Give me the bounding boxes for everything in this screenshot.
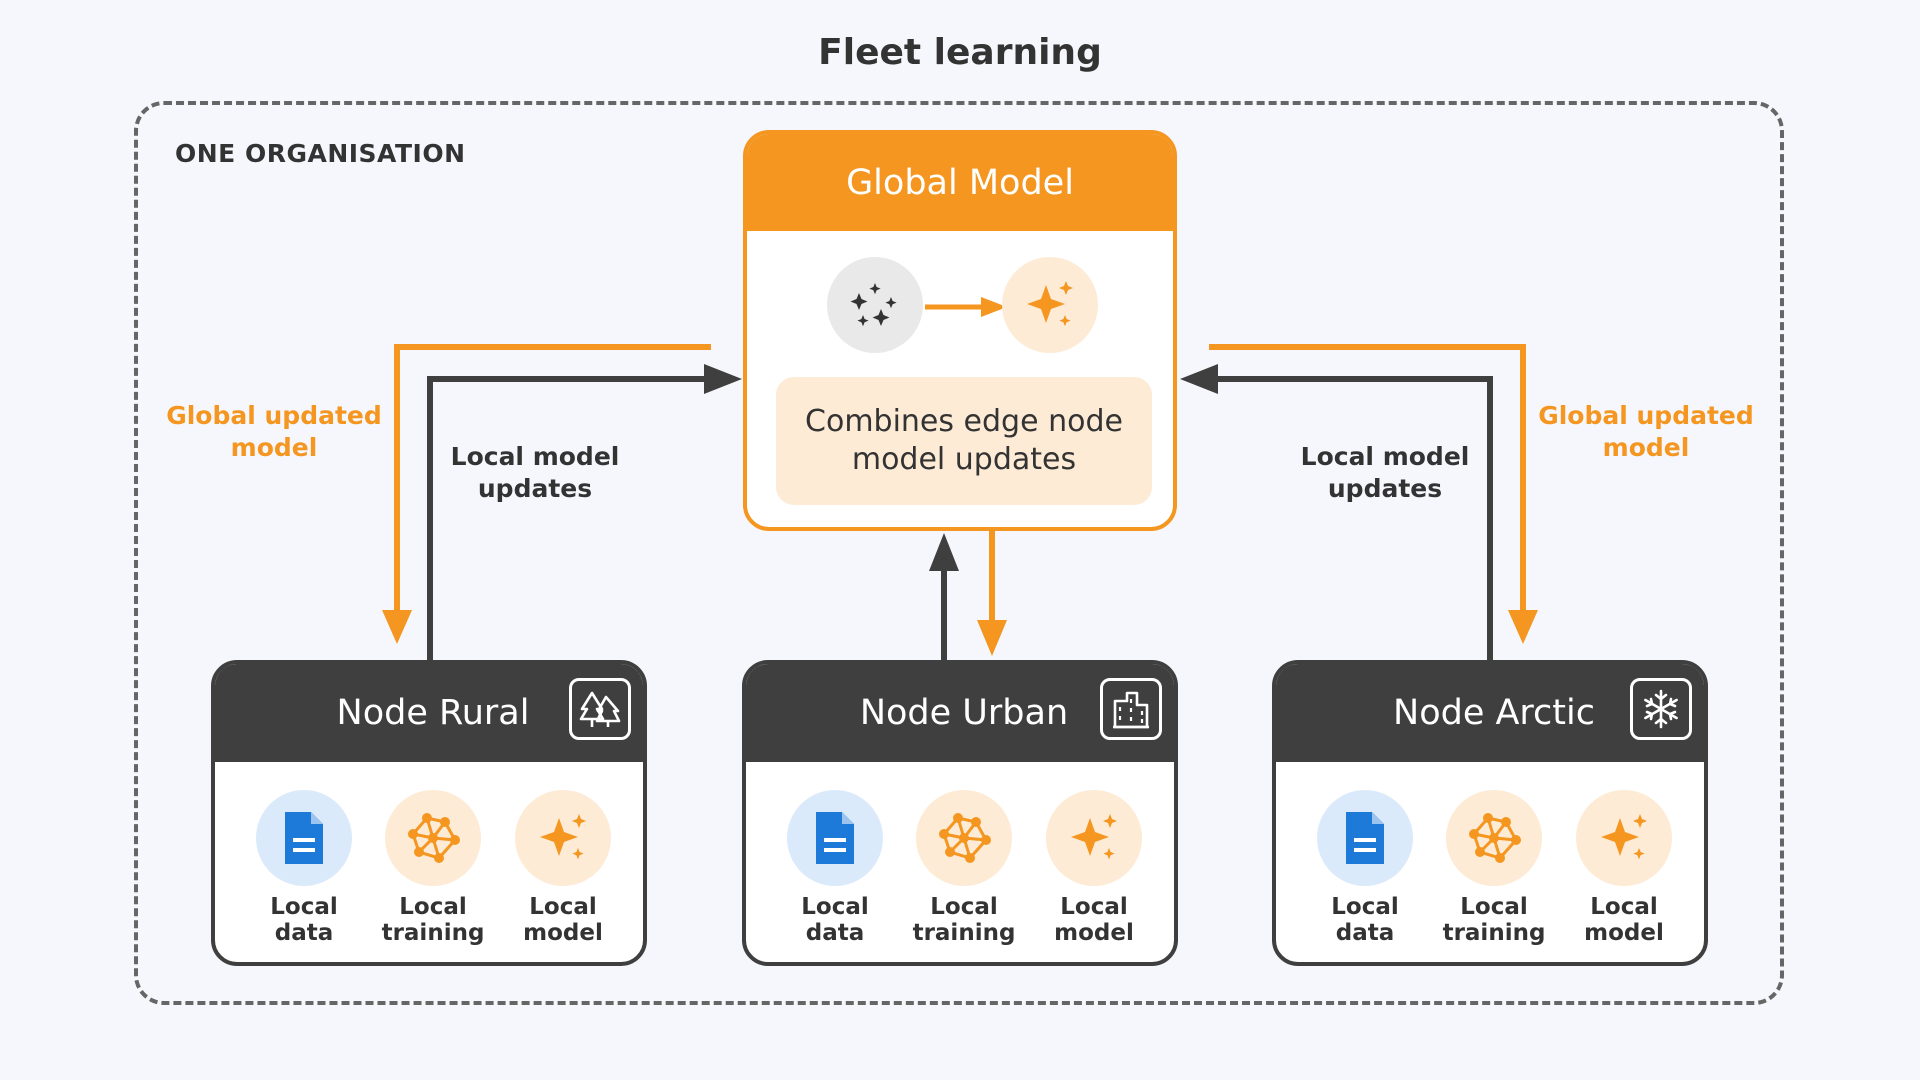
sparkle-icon [515, 790, 611, 886]
arrowhead-urban-to-global [929, 533, 959, 571]
global-model-card: Global Model [743, 130, 1177, 531]
arrow-global-to-rural [394, 344, 711, 618]
item-label: Local training [381, 894, 485, 946]
document-icon [1317, 790, 1413, 886]
organisation-label: ONE ORGANISATION [175, 139, 466, 168]
arrow-global-to-arctic [1209, 344, 1526, 618]
global-model-description: Combines edge node model updates [776, 377, 1152, 505]
item-label: Local data [1331, 894, 1399, 946]
document-icon [787, 790, 883, 886]
node-title: Node Rural [336, 693, 530, 733]
snowflake-icon [1630, 678, 1692, 740]
tree-icon [569, 678, 631, 740]
label-left-local-updates: Local model updates [450, 442, 620, 503]
network-icon [385, 790, 481, 886]
sparkle-icon [1576, 790, 1672, 886]
arrowhead-rural-to-global [704, 364, 742, 394]
arrow-rural-to-global [427, 376, 709, 660]
global-model-title: Global Model [747, 134, 1173, 231]
network-icon [916, 790, 1012, 886]
item-label: Local data [270, 894, 338, 946]
item-label: Local model [523, 894, 603, 946]
arrowhead-global-to-urban [977, 620, 1007, 656]
building-icon [1100, 678, 1162, 740]
node-card-rural: Node Rural Local data [211, 660, 647, 966]
sparkle-icon [1002, 257, 1098, 353]
label-right-local-updates: Local model updates [1300, 442, 1470, 503]
item-label: Local model [1054, 894, 1134, 946]
node-card-arctic: Node Arctic Local data [1272, 660, 1708, 966]
combine-arrow-icon [925, 297, 1007, 317]
item-label: Local training [912, 894, 1016, 946]
node-card-urban: Node Urban Local data [742, 660, 1178, 966]
arrow-arctic-to-global [1213, 376, 1493, 660]
item-label: Local data [801, 894, 869, 946]
document-icon [256, 790, 352, 886]
network-icon [1446, 790, 1542, 886]
organisation-frame [134, 101, 1784, 1005]
label-right-global-updated: Global updated model [1538, 401, 1754, 462]
item-label: Local training [1442, 894, 1546, 946]
diagram-title: Fleet learning [818, 32, 1102, 73]
scattered-sparkles-icon [827, 257, 923, 353]
item-label: Local model [1584, 894, 1664, 946]
arrowhead-arctic-to-global [1180, 364, 1218, 394]
arrowhead-global-to-rural [382, 610, 412, 644]
sparkle-icon [1046, 790, 1142, 886]
node-title: Node Arctic [1393, 693, 1595, 733]
node-title: Node Urban [859, 693, 1069, 733]
arrowhead-global-to-arctic [1508, 610, 1538, 644]
label-left-global-updated: Global updated model [166, 401, 382, 462]
